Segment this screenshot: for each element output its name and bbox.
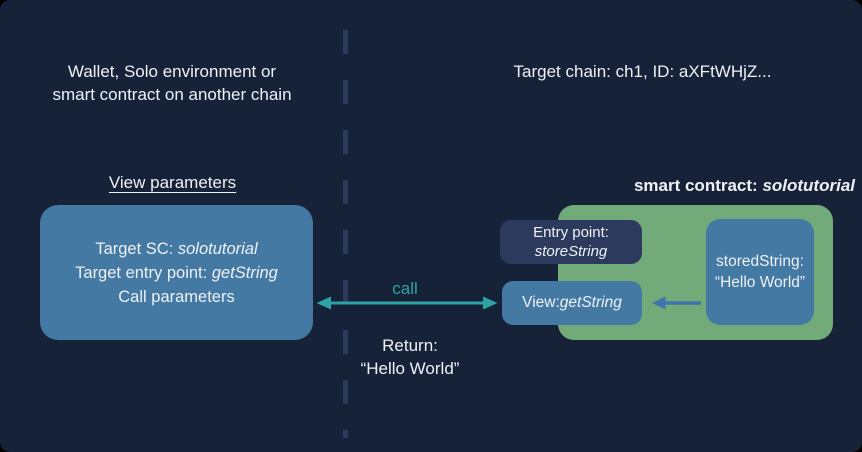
view-getstring-box: View: getString [502,281,642,325]
smart-contract-label: smart contract: solotutorial [558,176,855,196]
target-sc-label: Target SC: [95,239,178,258]
return-line1: Return: [382,336,438,355]
return-line2: “Hello World” [360,359,460,378]
chain-boundary-dashed-line [343,30,348,438]
stored-string-value: “Hello World” [714,274,806,291]
return-value-caption: Return: “Hello World” [325,334,495,380]
target-sc-value: solotutorial [177,239,258,258]
stored-to-view-arrow-icon [652,296,701,310]
call-double-arrow-icon [316,296,498,310]
stored-string-box: storedString: “Hello World” [706,219,814,325]
target-entry-point-line: Target entry point: getString [75,261,278,285]
target-entry-point-label: Target entry point: [75,263,212,282]
view-parameters-box: Target SC: solotutorial Target entry poi… [40,205,313,340]
target-sc-line: Target SC: solotutorial [95,237,257,261]
view-value: getString [559,294,622,311]
call-parameters-line: Call parameters [118,287,235,306]
left-caption-line1: Wallet, Solo environment or [67,62,277,81]
view-parameters-heading: View parameters [108,173,237,192]
call-label: call [392,279,418,298]
smart-contract-name: solotutorial [762,176,855,195]
left-environment-caption: Wallet, Solo environment or smart contra… [22,60,322,106]
target-chain-caption: Target chain: ch1, ID: aXFtWHjZ... [513,62,772,81]
smart-contract-label-prefix: smart contract: [633,176,763,195]
stored-string-label: storedString: [716,253,804,270]
view-label: View: [522,294,560,311]
entry-point-label: Entry point: [533,224,609,241]
left-caption-line2: smart contract on another chain [52,85,292,104]
entry-point-value: storeString [534,243,608,260]
target-entry-point-value: getString [211,263,278,282]
entry-point-box: Entry point: storeString [500,220,642,264]
